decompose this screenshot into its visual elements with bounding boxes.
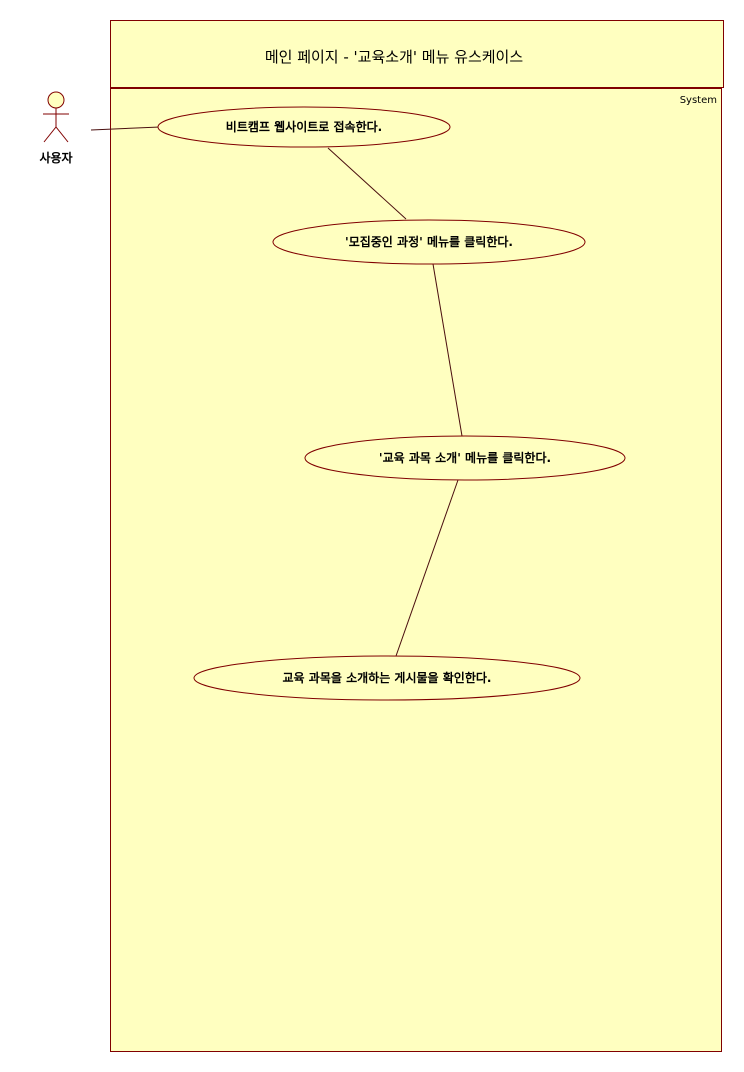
system-label: System bbox=[680, 95, 717, 106]
use-case-label: 비트캠프 웹사이트로 접속한다. bbox=[226, 119, 382, 134]
use-case-ellipse bbox=[193, 655, 581, 701]
flow-uc1-uc2 bbox=[327, 147, 407, 220]
use-case-3[interactable]: '교육 과목 소개' 메뉴를 클릭한다. bbox=[304, 435, 626, 481]
title-frame bbox=[110, 20, 724, 88]
use-case-ellipse bbox=[272, 219, 586, 265]
actor-head bbox=[47, 91, 65, 109]
actor-right-leg bbox=[55, 126, 69, 143]
flow-uc3-uc4 bbox=[395, 479, 459, 657]
association-actor-uc1 bbox=[90, 126, 161, 131]
actor-label: 사용자 bbox=[39, 150, 72, 165]
flow-uc2-uc3 bbox=[432, 263, 463, 437]
use-case-label: '교육 과목 소개' 메뉴를 클릭한다. bbox=[379, 450, 551, 465]
use-case-label: '모집중인 과정' 메뉴를 클릭한다. bbox=[345, 234, 513, 249]
use-case-1[interactable]: 비트캠프 웹사이트로 접속한다. bbox=[157, 106, 451, 148]
use-case-label: 교육 과목을 소개하는 게시물을 확인한다. bbox=[283, 670, 492, 685]
use-case-ellipse bbox=[304, 435, 626, 481]
actor-left-leg bbox=[43, 126, 57, 143]
diagram-title: 메인 페이지 - '교육소개' 메뉴 유스케이스 bbox=[265, 48, 524, 66]
use-case-2[interactable]: '모집중인 과정' 메뉴를 클릭한다. bbox=[272, 219, 586, 265]
use-case-ellipse bbox=[157, 106, 451, 148]
actor-user[interactable]: 사용자 bbox=[39, 91, 73, 165]
use-case-4[interactable]: 교육 과목을 소개하는 게시물을 확인한다. bbox=[193, 655, 581, 701]
